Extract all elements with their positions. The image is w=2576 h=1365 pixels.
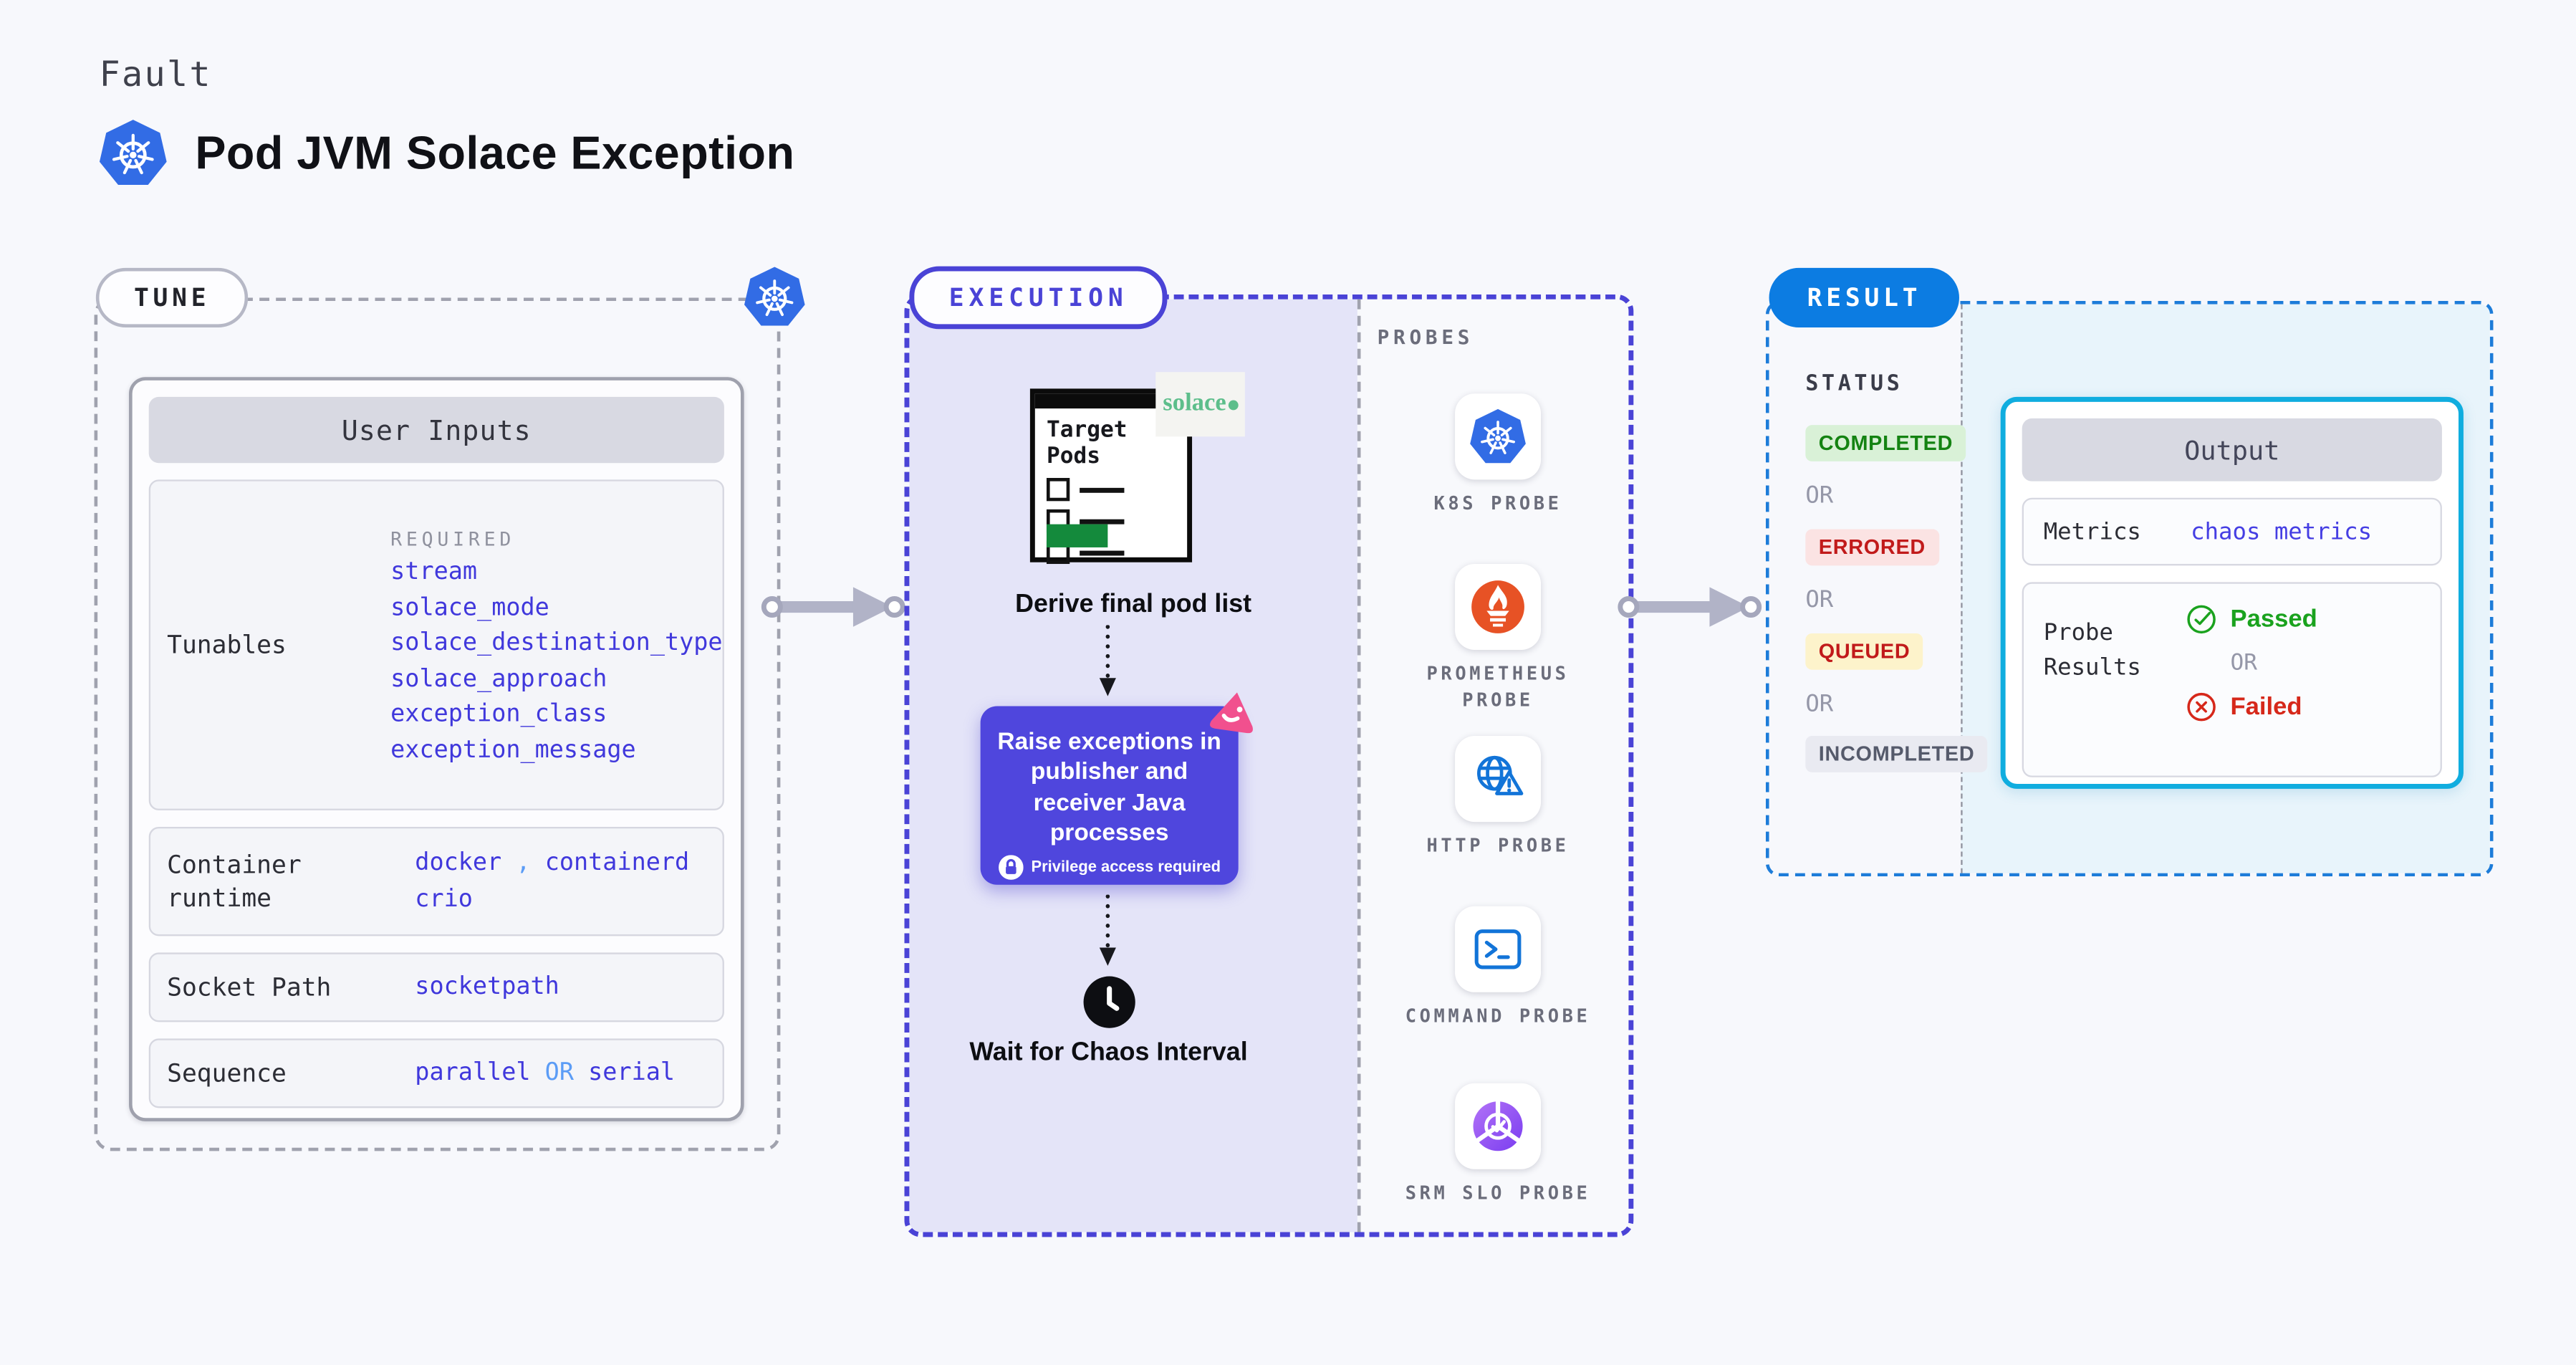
probe-item-http: HTTP PROBE — [1357, 736, 1629, 860]
lock-icon — [998, 855, 1023, 881]
target-pods-graphic: Target Pods solace — [1029, 372, 1245, 567]
user-inputs-card: User Inputs Tunables REQUIRED stream sol… — [129, 377, 744, 1121]
kubernetes-icon — [1470, 408, 1526, 464]
solace-logo: solace — [1155, 372, 1245, 437]
probe-card — [1455, 906, 1542, 992]
list-line — [1080, 519, 1125, 524]
clock-icon — [1083, 976, 1135, 1028]
runtime-value-line: crio — [415, 886, 473, 913]
globe-warning-icon — [1477, 755, 1524, 795]
window-titlebar — [1034, 393, 1188, 409]
status-label: STATUS — [1805, 372, 1903, 397]
tunables-values: REQUIRED stream solace_mode solace_desti… — [390, 482, 722, 809]
tunable-value: solace_mode — [390, 594, 549, 621]
metrics-value: chaos metrics — [2191, 518, 2373, 545]
tunable-value: stream — [390, 559, 478, 586]
solace-dot-icon — [1228, 399, 1238, 410]
socket-path-value: socketpath — [415, 974, 559, 1001]
progress-bar — [1046, 524, 1108, 547]
terminal-icon — [1474, 929, 1522, 969]
page-title: Pod JVM Solace Exception — [195, 126, 795, 178]
chaos-action-card: Raise exceptions in publisher and receiv… — [980, 692, 1253, 885]
tunable-value: exception_message — [390, 737, 636, 764]
list-line — [1080, 488, 1125, 492]
chaos-logo-icon — [1210, 692, 1253, 734]
probe-results-values: Passed OR Failed — [2163, 603, 2421, 755]
user-inputs-title: User Inputs — [148, 396, 724, 464]
socket-path-row: Socket Path socketpath — [148, 952, 724, 1022]
derive-pod-list-step: Derive final pod list — [1015, 590, 1252, 619]
execution-badge: EXECUTION — [909, 266, 1168, 330]
probe-card — [1455, 736, 1542, 823]
metrics-row: Metrics chaos metrics — [2022, 497, 2442, 566]
target-pods-title: Target Pods — [1046, 416, 1128, 470]
tune-badge: TUNE — [95, 267, 249, 327]
status-badge-queued: QUEUED — [1805, 633, 1923, 670]
page-header: Pod JVM Solace Exception — [99, 119, 794, 187]
or-separator: OR — [2230, 650, 2258, 676]
flow-arrow — [761, 587, 905, 627]
execution-section: Target Pods solace Derive final pod list — [904, 294, 1634, 1237]
probe-results-label: Probe Results — [2043, 620, 2141, 681]
probe-item-srm-slo: SRM SLO PROBE — [1357, 1083, 1629, 1207]
dotted-arrow-down-icon — [1099, 625, 1116, 696]
or-separator: OR — [1805, 691, 1834, 718]
pod-list-item — [1046, 478, 1187, 502]
probe-card — [1455, 1083, 1542, 1169]
status-badge-completed: COMPLETED — [1805, 425, 1966, 461]
tune-section — [94, 297, 781, 1151]
sequence-row: Sequence parallel OR serial — [148, 1038, 724, 1108]
x-circle-icon — [2187, 692, 2216, 722]
dotted-arrow-down-icon — [1099, 894, 1116, 966]
failed-line: Failed — [2186, 691, 2421, 723]
metrics-label: Metrics — [2043, 518, 2141, 545]
prometheus-icon — [1471, 580, 1524, 633]
sequence-value: parallel OR serial — [415, 1060, 676, 1087]
privilege-note: Privilege access required — [981, 855, 1239, 881]
required-label: REQUIRED — [390, 527, 516, 550]
tunable-value: exception_class — [390, 701, 607, 728]
container-runtime-label: Container runtime — [167, 849, 302, 914]
status-badge-errored: ERRORED — [1805, 529, 1939, 566]
probe-item-prometheus: PROMETHEUS PROBE — [1357, 564, 1629, 714]
probe-card — [1455, 393, 1542, 480]
target-pods-window: Target Pods — [1029, 388, 1193, 565]
tunable-value: solace_destination_type — [390, 630, 723, 657]
probe-item-command: COMMAND PROBE — [1357, 906, 1629, 1030]
output-title: Output — [2022, 418, 2442, 482]
probes-label: PROBES — [1377, 325, 1474, 349]
probe-item-k8s: K8S PROBE — [1357, 393, 1629, 517]
probe-results-row: Probe Results Passed OR Failed — [2022, 582, 2442, 777]
kubernetes-icon — [744, 267, 805, 326]
or-separator: OR — [1805, 482, 1834, 509]
container-runtime-row: Container runtime docker , containerd cr… — [148, 827, 724, 937]
wait-chaos-interval-step: Wait for Chaos Interval — [969, 1038, 1248, 1067]
status-badge-incompleted: INCOMPLETED — [1805, 736, 1988, 772]
fault-eyebrow: Fault — [99, 54, 212, 95]
passed-line: Passed — [2186, 603, 2421, 635]
tunable-value: solace_approach — [390, 665, 607, 692]
or-separator: OR — [1805, 587, 1834, 614]
probe-card — [1455, 564, 1542, 651]
sequence-label: Sequence — [167, 1058, 287, 1088]
slo-pie-check-icon — [1473, 1100, 1523, 1151]
runtime-value-line: docker , containerd — [415, 850, 690, 877]
list-line — [1080, 550, 1125, 555]
socket-path-label: Socket Path — [167, 972, 332, 1002]
tunables-label: Tunables — [167, 630, 287, 660]
flow-arrow — [1618, 587, 1762, 627]
check-circle-icon — [2187, 605, 2216, 634]
output-card: Output Metrics chaos metrics Probe Resul… — [2000, 396, 2464, 789]
kubernetes-icon — [99, 120, 167, 186]
chaos-action-text: Raise exceptions in publisher and receiv… — [997, 729, 1221, 847]
tunables-row: Tunables REQUIRED stream solace_mode sol… — [148, 479, 724, 810]
checkbox-icon — [1046, 478, 1070, 502]
container-runtime-values: docker , containerd crio — [415, 828, 689, 934]
result-badge: RESULT — [1769, 267, 1960, 327]
